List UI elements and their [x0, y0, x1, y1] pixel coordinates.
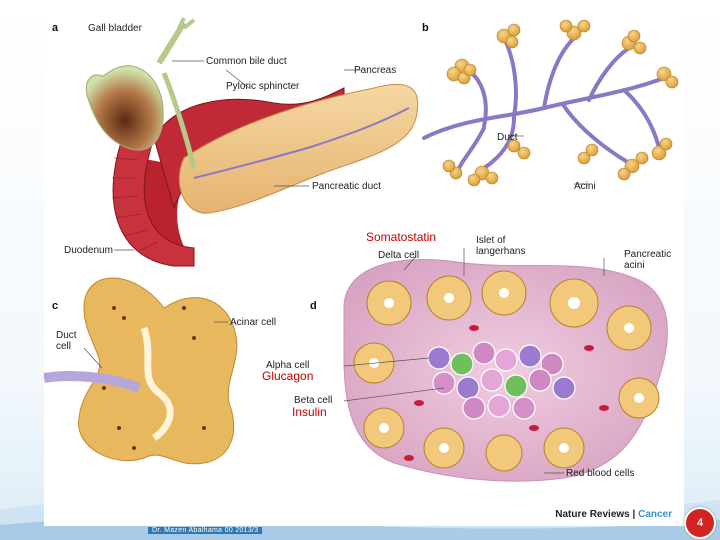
label-pyloric-sphincter: Pyloric sphincter — [226, 81, 300, 92]
panel-letter-b: b — [422, 22, 429, 34]
label-red-blood-cells: Red blood cells — [566, 468, 635, 479]
label-common-bile-duct: Common bile duct — [206, 56, 287, 67]
label-pancreas: Pancreas — [354, 65, 397, 76]
figure-artwork — [44, 17, 679, 482]
label-islet-of-langerhans: Islet of langerhans — [476, 235, 526, 257]
panel-letter-d: d — [310, 300, 317, 312]
journal-credit: Nature Reviews | Cancer — [555, 509, 672, 520]
page-number-badge: 4 — [684, 507, 716, 539]
overlay-insulin: Insulin — [292, 405, 327, 419]
footer-author: Dr. Mazen Abalhama 00 2013/3 — [148, 527, 263, 534]
panel-c-acinar-cells — [44, 277, 238, 465]
label-duodenum: Duodenum — [64, 245, 113, 256]
credit-section: Cancer — [638, 509, 672, 520]
panel-a-pancreas-overview — [85, 17, 419, 267]
label-acinar-cell: Acinar cell — [230, 317, 277, 328]
credit-separator: | — [629, 509, 639, 520]
label-duct-cell: Duct cell — [56, 330, 77, 352]
overlay-somatostatin: Somatostatin — [366, 230, 437, 244]
panel-letter-a: a — [52, 22, 59, 34]
label-beta-cell: Beta cell — [294, 395, 333, 406]
label-delta-cell: Delta cell — [378, 250, 420, 261]
overlay-glucagon: Glucagon — [262, 369, 314, 383]
label-duct: Duct — [497, 132, 518, 143]
panel-d-islet — [343, 248, 668, 482]
panel-b-duct-acini — [422, 19, 679, 187]
label-pancreatic-duct: Pancreatic duct — [312, 181, 381, 192]
label-gall-bladder: Gall bladder — [88, 23, 142, 34]
pancreas-anatomy-figure: a b c d Gall bladder Common bile duct Py… — [44, 8, 684, 526]
label-acini: Acini — [574, 181, 596, 192]
label-pancreatic-acini: Pancreatic acini — [624, 249, 672, 271]
panel-letter-c: c — [52, 300, 59, 312]
credit-journal: Nature Reviews — [555, 509, 630, 520]
label-alpha-cell: Alpha cell — [266, 360, 310, 371]
